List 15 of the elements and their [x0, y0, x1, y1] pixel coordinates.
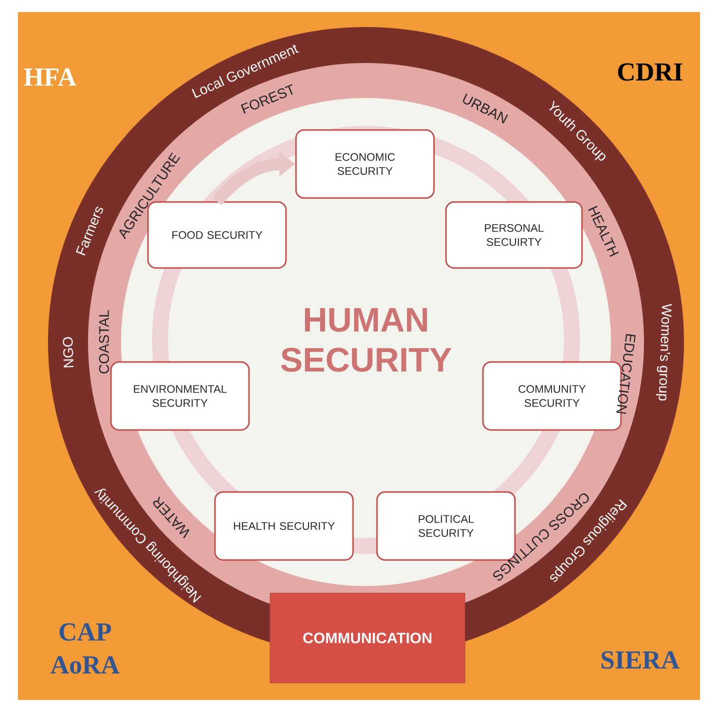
- center-title: HUMAN SECURITY: [281, 308, 452, 372]
- corner-label: SIERA: [602, 651, 680, 669]
- corner-label: AoRA: [50, 656, 120, 674]
- communication-box: COMMUNICATION: [270, 592, 466, 684]
- security-box: PERSONAL SECUIRTY: [445, 201, 583, 269]
- ring-label: NGO: [62, 337, 74, 368]
- ring-label: EDUCATION: [616, 334, 636, 414]
- corner-label: HFA: [24, 68, 76, 86]
- security-box: ENVIRONMENTAL SECURITY: [110, 361, 250, 431]
- ring-label: COASTAL: [99, 310, 109, 374]
- ring-label: Women’s group: [656, 304, 672, 401]
- corner-label: CAP: [60, 623, 111, 641]
- security-box: ECONOMIC SECURITY: [295, 129, 435, 199]
- corner-label: CDRI: [618, 63, 682, 81]
- security-box: HEALTH SECURITY: [214, 491, 354, 561]
